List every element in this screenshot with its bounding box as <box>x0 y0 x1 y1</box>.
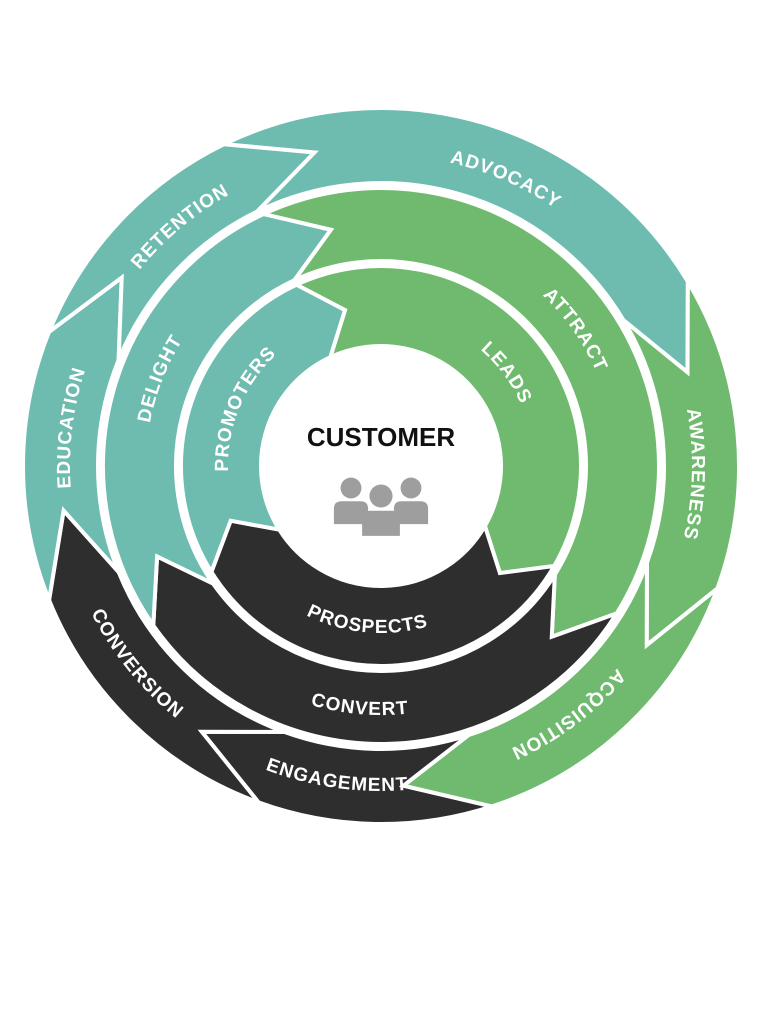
person-left-body <box>333 501 369 525</box>
center-title: CUSTOMER <box>307 422 456 452</box>
person-right-body <box>393 501 429 525</box>
middle-segment-delight <box>101 211 335 632</box>
middle-segment-attract <box>257 186 661 640</box>
outer-segment-retention <box>44 142 319 361</box>
person-center-body <box>362 510 400 536</box>
inner-segment-leads <box>291 264 583 576</box>
person-right-head <box>400 477 422 499</box>
outer-ring: ADVOCACYAWARENESSACQUISITIONENGAGEMENTCO… <box>21 106 741 826</box>
inner-segment-promoters <box>179 282 348 577</box>
person-center-head <box>369 484 393 508</box>
customer-group-icon <box>333 477 429 536</box>
center-circle <box>265 350 497 582</box>
person-left-head <box>340 477 362 499</box>
inner-segment-prospects <box>209 518 558 668</box>
customer-center: CUSTOMER <box>265 350 497 582</box>
